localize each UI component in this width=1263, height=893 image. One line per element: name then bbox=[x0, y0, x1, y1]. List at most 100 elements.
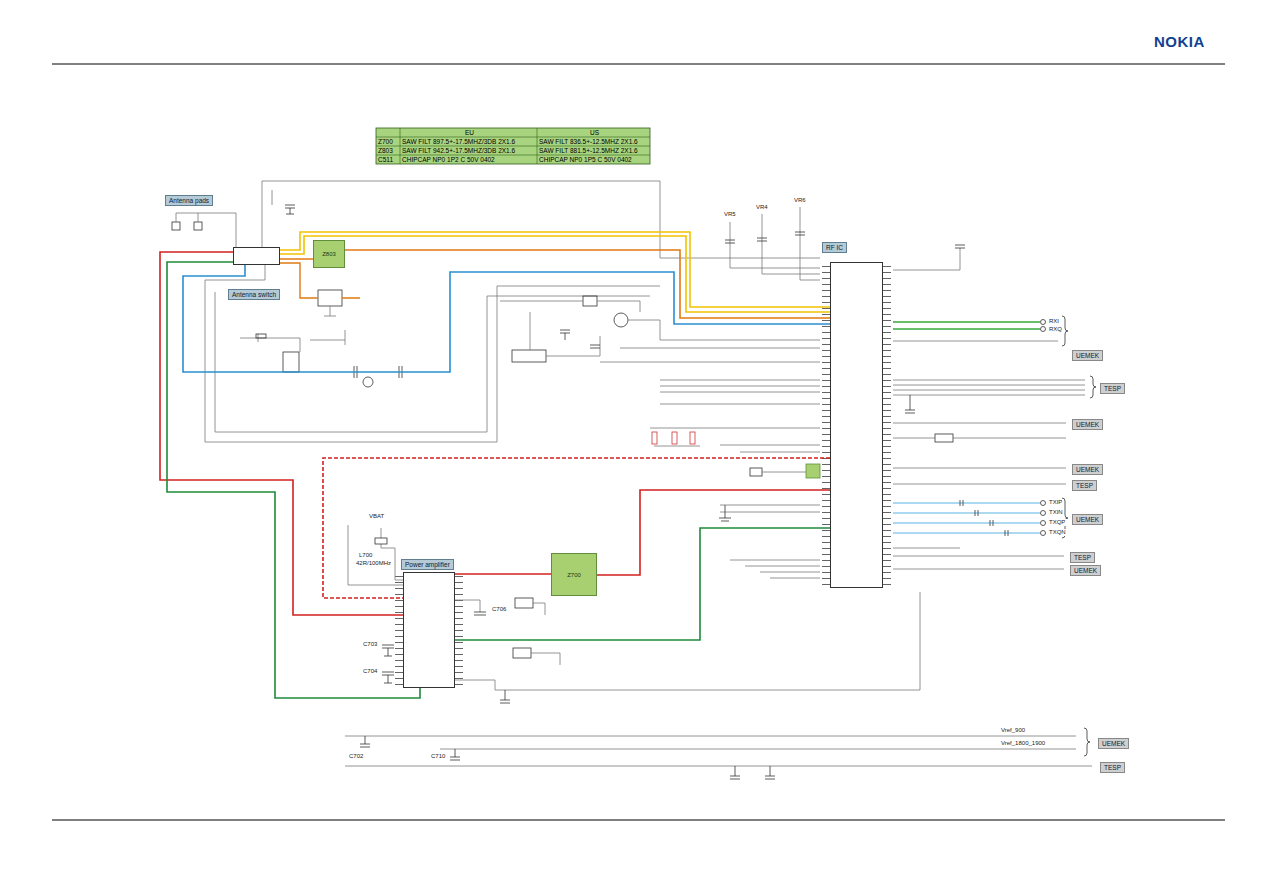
wire bbox=[176, 213, 236, 247]
wire bbox=[455, 592, 920, 690]
wire bbox=[720, 505, 820, 578]
tx-trace bbox=[893, 503, 1040, 533]
capacitor-symbol bbox=[500, 690, 510, 703]
connector-tag: TESP bbox=[1072, 480, 1097, 491]
connector-tag: UEMEK bbox=[1098, 738, 1129, 749]
resistor-symbol bbox=[256, 334, 266, 338]
rf-ic-chip: RF IC bbox=[830, 262, 883, 588]
wire bbox=[215, 292, 650, 432]
coupler-symbol bbox=[513, 648, 531, 658]
node-text: Z803 bbox=[322, 251, 336, 257]
rf-trace bbox=[455, 528, 830, 640]
signal-name: TXQN bbox=[1048, 529, 1067, 536]
brand-logo: NOKIA bbox=[1153, 33, 1206, 50]
node-text: TESP bbox=[1076, 482, 1093, 489]
terminal bbox=[1041, 511, 1046, 516]
ground-symbol bbox=[324, 306, 336, 316]
wire bbox=[893, 341, 1058, 342]
wire bbox=[893, 380, 1085, 569]
filter-symbol bbox=[318, 290, 342, 306]
rf-trace bbox=[167, 262, 420, 698]
rf-trace bbox=[280, 232, 830, 307]
filter-symbol bbox=[935, 434, 953, 442]
supply-wire bbox=[730, 207, 820, 280]
capacitor-symbol bbox=[955, 245, 965, 248]
node-text: Antenna pads bbox=[169, 197, 209, 204]
node-text: UEMEK bbox=[1076, 516, 1099, 523]
inductor-symbol bbox=[375, 538, 387, 544]
capacitor-symbol bbox=[360, 736, 775, 779]
capacitor-symbol bbox=[725, 232, 805, 243]
ic-pins bbox=[822, 266, 830, 586]
inductor-symbol bbox=[750, 468, 762, 476]
connector-tag: UEMEK bbox=[1072, 514, 1103, 525]
resistor-symbol bbox=[690, 432, 695, 444]
antenna-pad bbox=[172, 222, 180, 230]
wire bbox=[893, 248, 960, 270]
ic-pins bbox=[395, 576, 403, 686]
coupler-symbol bbox=[515, 598, 533, 608]
connector-tag: TESP bbox=[1100, 762, 1125, 773]
part-value: 42R/100MHz bbox=[355, 560, 392, 567]
supply-name: VR5 bbox=[723, 211, 737, 218]
node-text: UEMEK bbox=[1076, 466, 1099, 473]
capacitor-symbol bbox=[285, 205, 295, 214]
table-cell: CHIPCAP NP0 1P2 C 50V 0402 bbox=[400, 155, 537, 164]
connector-tag: UEMEK bbox=[1070, 565, 1101, 576]
bracket bbox=[1090, 376, 1096, 398]
wire bbox=[762, 472, 806, 473]
table-cell: SAW FILT 897.5+-17.5MHZ/3DB 2X1.6 bbox=[400, 137, 537, 146]
rf-trace bbox=[597, 490, 830, 575]
part-label: C706 bbox=[491, 606, 507, 613]
terminal bbox=[1041, 327, 1046, 332]
highlight-capacitor bbox=[806, 464, 820, 478]
terminal bbox=[1041, 320, 1046, 325]
footer-rule bbox=[52, 820, 1225, 821]
ic-pins bbox=[883, 266, 891, 586]
node-text: UEMEK bbox=[1102, 740, 1125, 747]
wire bbox=[240, 330, 345, 352]
rf-trace bbox=[280, 258, 313, 260]
resistor-symbol bbox=[672, 432, 677, 444]
wire bbox=[348, 525, 403, 585]
connector-tag: UEMEK bbox=[1072, 350, 1103, 361]
regulator-chip bbox=[512, 350, 546, 362]
rf-trace bbox=[345, 250, 830, 318]
ground-symbol bbox=[719, 505, 731, 521]
transistor-symbol bbox=[363, 377, 373, 387]
node-text: TESP bbox=[1104, 764, 1121, 771]
terminal bbox=[1041, 531, 1046, 536]
node-text: TESP bbox=[1104, 385, 1121, 392]
capacitor-symbol bbox=[905, 395, 915, 413]
node-text: UEMEK bbox=[1076, 352, 1099, 359]
filter-symbol bbox=[583, 296, 597, 306]
table-cell: SAW FILT 881.5+-12.5MHZ 2X1.6 bbox=[537, 146, 650, 155]
bracket bbox=[1084, 728, 1090, 756]
table-cell: SAW FILT 836.5+-12.5MHZ 2X1.6 bbox=[537, 137, 650, 146]
node-text: TESP bbox=[1074, 554, 1091, 561]
signal-name: TXQP bbox=[1048, 519, 1066, 526]
part-heading: Power amplifier bbox=[401, 559, 454, 570]
capacitor-symbol bbox=[382, 645, 394, 683]
table-cell: Z700 bbox=[376, 137, 400, 146]
part-label: C704 bbox=[362, 668, 378, 675]
connector-tag: UEMEK bbox=[1072, 464, 1103, 475]
capacitor-symbol bbox=[474, 612, 486, 615]
table-header: EU bbox=[400, 128, 537, 137]
rf-trace bbox=[160, 252, 403, 615]
ic-pins bbox=[455, 576, 463, 686]
transistor-symbol bbox=[614, 313, 628, 327]
rf-trace bbox=[183, 265, 830, 372]
terminal bbox=[1041, 501, 1046, 506]
wire bbox=[345, 736, 1092, 766]
rf-trace bbox=[455, 573, 551, 575]
part-label: L700 bbox=[358, 552, 373, 559]
wire bbox=[455, 600, 480, 612]
part-label: C703 bbox=[362, 641, 378, 648]
table-grid bbox=[376, 128, 650, 164]
table-header: US bbox=[537, 128, 650, 137]
switch-chip: Antenna switch bbox=[233, 247, 280, 265]
